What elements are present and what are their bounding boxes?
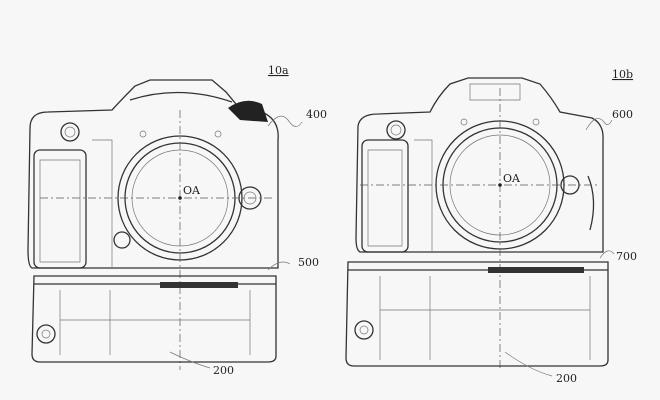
camera-b-body [355, 77, 604, 253]
camera-b-axis-label: OA [503, 172, 521, 185]
camera-b-body-label: 700 [616, 250, 637, 263]
camera-b-battery-grip [345, 261, 609, 367]
camera-b-ref-label: 10b [612, 68, 633, 81]
camera-a-accessory-label: 400 [306, 108, 327, 121]
camera-b-accessory-label: 600 [612, 108, 633, 121]
camera-a-body-label: 500 [298, 256, 319, 269]
camera-a-body [27, 79, 279, 269]
camera-a-battery-grip [31, 275, 277, 363]
camera-a-ref-label: 10a [268, 64, 289, 77]
camera-b: 10b 600 OA 700 200 [345, 68, 637, 385]
camera-b-grip-label: 200 [556, 372, 577, 385]
camera-a-dial [228, 100, 268, 122]
camera-a-axis-label: OA [183, 184, 201, 197]
camera-a: 10a 400 OA 500 200 [27, 64, 327, 377]
camera-a-grip-label: 200 [213, 364, 234, 377]
